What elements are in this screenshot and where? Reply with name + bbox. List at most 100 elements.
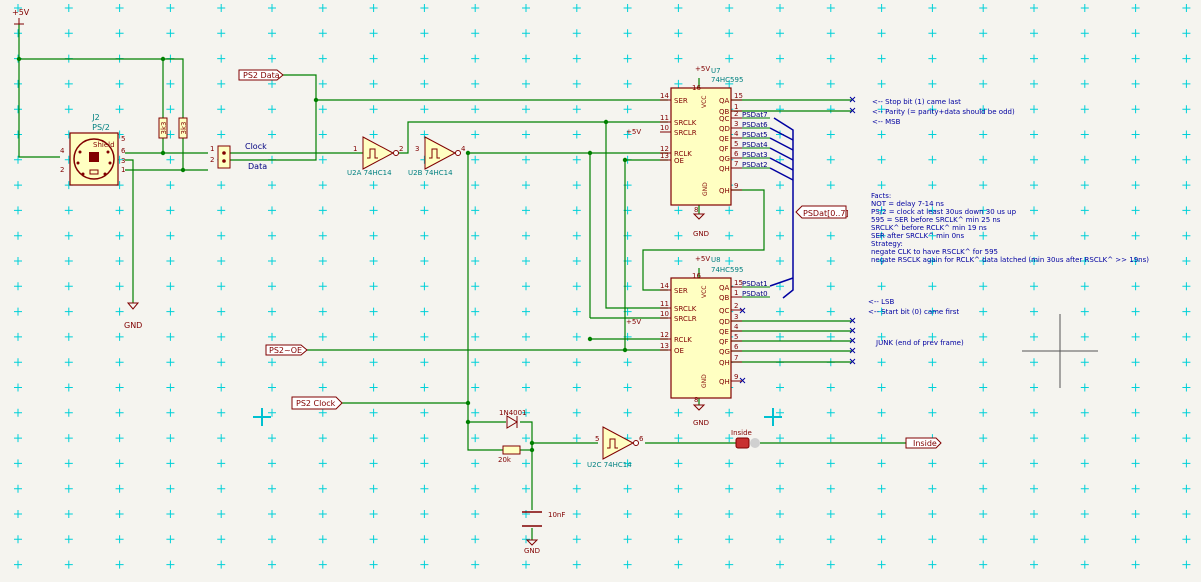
shift-register-u7[interactable]: U7 74HC595 +5V 16 VCC GND 8 GND +5V 14SE…: [626, 65, 770, 238]
grid-marker: [877, 282, 886, 291]
grid-marker: [877, 206, 886, 215]
shift-register-u8[interactable]: U8 74HC595 +5V 16 VCC GND 8 GND +5V 14SE…: [626, 255, 770, 427]
chip-pin-name: QG: [719, 155, 730, 163]
ps2-connector-j2[interactable]: J2 PS/2 Shield 5 4 6 2 3 1: [60, 113, 126, 186]
grid-marker: [1030, 79, 1038, 88]
grid-marker: [420, 484, 429, 493]
grid-marker: [1030, 130, 1038, 139]
grid-marker: [1182, 206, 1191, 215]
grid-marker: [14, 130, 22, 139]
inverter-u2c[interactable]: 5 6 U2C 74HC14: [587, 426, 644, 469]
grid-marker: [1182, 130, 1191, 139]
grid-marker: [725, 484, 734, 493]
grid-marker: [1080, 231, 1089, 240]
connector-ref: J2: [91, 113, 99, 122]
grid-marker: [776, 282, 784, 291]
grid-marker: [318, 79, 327, 88]
grid-marker: [471, 307, 480, 316]
grid-marker: [522, 383, 530, 392]
grid-marker: [928, 181, 937, 190]
grid-marker: [1182, 383, 1191, 392]
global-label-inside[interactable]: Inside: [905, 437, 942, 449]
grid-marker: [318, 535, 327, 544]
grid-marker: [623, 510, 632, 518]
grid-marker: [1182, 510, 1191, 518]
global-label-ps2-data[interactable]: PS2 Data: [238, 69, 284, 81]
chip-gnd-pin: 8: [694, 396, 698, 404]
grid-marker: [471, 105, 480, 114]
grid-marker: [1080, 560, 1089, 569]
grid-marker: [14, 4, 22, 12]
grid-marker: [572, 459, 581, 468]
grid-marker: [877, 79, 886, 88]
inverter-u2a[interactable]: 1 2 U2A 74HC14: [347, 136, 403, 177]
grid-marker: [64, 535, 73, 544]
chip-pin-number: 6: [734, 343, 739, 351]
inside-label: Inside: [913, 439, 937, 448]
grid-marker: [1182, 257, 1191, 265]
grid-marker: [369, 231, 378, 240]
grid-marker: [522, 130, 530, 139]
resistor-value: 3k3: [180, 122, 188, 135]
grid-marker: [1030, 231, 1038, 240]
grid-marker: [14, 206, 22, 215]
resistor-pullup-a[interactable]: 3k3: [158, 117, 168, 139]
grid-marker: [725, 560, 734, 569]
grid-marker: [1080, 408, 1089, 417]
resistor-filter[interactable]: 20k: [498, 445, 521, 464]
grid-marker: [1030, 510, 1038, 518]
global-label-psdat-bus[interactable]: PSDat[0..7]: [795, 205, 849, 219]
grid-marker: [725, 408, 734, 417]
grid-marker: [1080, 434, 1089, 443]
grid-marker: [1182, 4, 1191, 12]
grid-marker: [166, 535, 175, 544]
note-line: negate CLK to have RSCLK^ for 595: [871, 248, 998, 256]
grid-marker: [217, 358, 226, 367]
grid-marker: [1131, 79, 1140, 88]
grid-marker: [115, 79, 124, 88]
grid-marker: [674, 54, 683, 63]
chip-pin-number: 3: [734, 313, 738, 321]
inverter-pin: 4: [461, 145, 466, 153]
grid-marker: [471, 79, 480, 88]
chip-pin-name: QE: [719, 135, 729, 143]
grid-marker: [318, 560, 327, 569]
grid-marker: [115, 307, 124, 316]
grid-marker: [928, 105, 937, 114]
grid-marker: [115, 105, 124, 114]
grid-marker: [776, 257, 784, 265]
bus-net-label: PSDat1: [742, 280, 768, 288]
chip-pin-number: 5: [734, 140, 738, 148]
chip-pin-number: 3: [734, 120, 738, 128]
pin-header[interactable]: 1 2 Clock Data: [210, 142, 267, 171]
led-inside[interactable]: Inside: [731, 429, 760, 449]
grid-marker: [268, 130, 276, 139]
grid-marker: [1080, 105, 1089, 114]
chip-pin-number: 13: [660, 152, 669, 160]
grid-marker: [1030, 434, 1038, 443]
grid-marker: [1030, 29, 1038, 38]
inverter-pin: 5: [595, 435, 599, 443]
junctions: [16, 56, 628, 453]
global-label-ps2-oe[interactable]: PS2~OE: [265, 344, 308, 356]
grid-marker: [826, 29, 835, 38]
grid-marker: [877, 307, 886, 316]
grid-marker: [1080, 332, 1089, 341]
grid-marker: [928, 459, 937, 468]
grid-marker: [979, 54, 988, 63]
grid-marker: [776, 181, 784, 190]
grid-marker: [623, 79, 632, 88]
diode-1n4001[interactable]: 1N4001: [499, 409, 527, 429]
grid-marker: [979, 29, 988, 38]
global-label-ps2-clock[interactable]: PS2 Clock: [291, 396, 343, 410]
grid-marker: [318, 54, 327, 63]
grid-marker: [1030, 105, 1038, 114]
grid-marker: [420, 282, 429, 291]
inverter-u2b[interactable]: 3 4 U2B 74HC14: [408, 136, 466, 177]
capacitor-10nf[interactable]: 10nF: [522, 511, 565, 527]
grid-marker: [572, 206, 581, 215]
grid-marker: [14, 29, 22, 38]
bus-net-label: PSDat6: [742, 121, 768, 129]
resistor-pullup-b[interactable]: 3k3: [178, 117, 188, 139]
grid-marker: [420, 130, 429, 139]
